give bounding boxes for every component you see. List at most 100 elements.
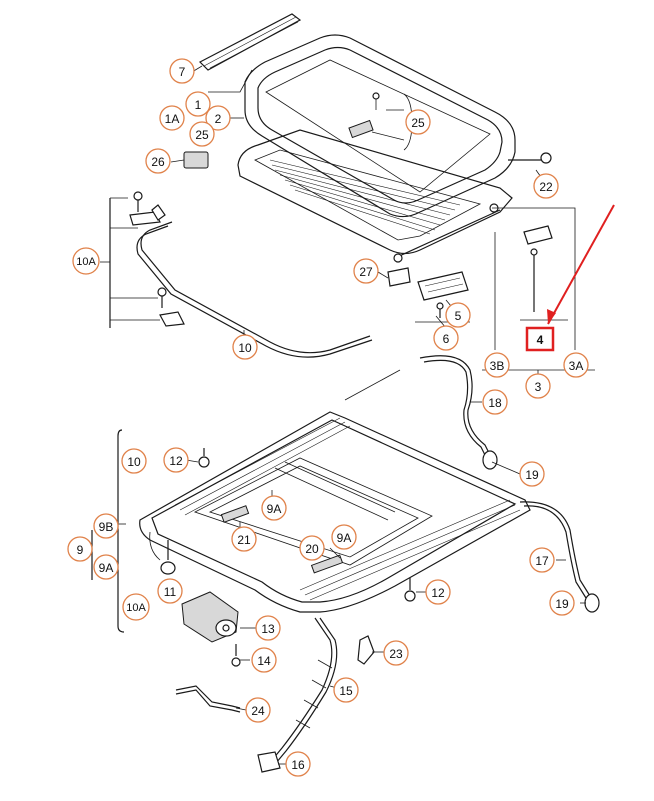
callout-label: 23 — [389, 647, 403, 661]
callout-label: 25 — [195, 128, 209, 142]
callout-label: 14 — [257, 654, 271, 668]
callout-c25a: 25 — [189, 121, 215, 147]
callout-label: 10A — [126, 602, 146, 614]
callout-c27: 27 — [353, 258, 379, 284]
rail-10a — [109, 191, 373, 358]
callout-label: 17 — [535, 554, 549, 568]
callout-circle — [425, 579, 451, 605]
clip-23 — [357, 635, 375, 665]
callout-circle — [519, 461, 545, 487]
sunroof-frame — [139, 411, 531, 613]
callout-c9a_mid: 9A — [331, 524, 357, 550]
callout-label: 1 — [195, 98, 202, 112]
callout-circle — [205, 105, 231, 131]
callout-label: 9A — [99, 561, 114, 575]
callout-label: 3A — [569, 359, 584, 373]
callout-label: 3B — [490, 359, 505, 373]
callout-label: 9B — [99, 520, 114, 534]
glass-panel — [244, 34, 516, 218]
callout-circle — [157, 578, 183, 604]
callout-c3b: 3B — [484, 352, 510, 378]
callout-label: 9 — [77, 543, 84, 557]
callout-label: 10 — [238, 341, 252, 355]
callout-circle — [482, 389, 508, 415]
callout-label: 9A — [267, 502, 282, 516]
callout-circle — [333, 677, 359, 703]
callout-circle — [405, 109, 431, 135]
callout-label: 4 — [537, 333, 544, 347]
callout-c10a: 10A — [122, 593, 150, 621]
callout-circle — [563, 352, 589, 378]
callout-c18: 18 — [482, 389, 508, 415]
callout-label: 3 — [535, 380, 542, 394]
callout-circle — [93, 513, 119, 539]
callout-circle — [145, 148, 171, 174]
callout-c10: 10 — [121, 448, 147, 474]
callout-circle — [122, 593, 150, 621]
callout-c20: 20 — [299, 535, 325, 561]
callout-c9: 9 — [67, 536, 93, 562]
left-bracket — [91, 429, 126, 633]
callout-label: 22 — [539, 180, 553, 194]
callout-c16: 16 — [285, 751, 311, 777]
callout-c5: 5 — [445, 302, 471, 328]
callout-circle — [353, 258, 379, 284]
callout-circle — [93, 554, 119, 580]
callout-c11: 11 — [157, 578, 183, 604]
callout-label: 20 — [305, 542, 319, 556]
callout-label: 19 — [555, 597, 569, 611]
callout-c17: 17 — [529, 547, 555, 573]
callout-label: 13 — [261, 622, 275, 636]
callout-c1a: 1A — [159, 105, 185, 131]
callout-c23: 23 — [383, 640, 409, 666]
callout-c15: 15 — [333, 677, 359, 703]
callout-circle — [255, 615, 281, 641]
callout-c13: 13 — [255, 615, 281, 641]
callout-label: 19 — [525, 468, 539, 482]
seal-strip — [198, 13, 302, 71]
callout-c25b: 25 — [405, 109, 431, 135]
callout-circle — [159, 105, 185, 131]
callout-circle — [72, 247, 100, 275]
callout-c9a_top: 9A — [261, 495, 287, 521]
callout-label: 12 — [431, 586, 445, 600]
callout-label: 24 — [251, 704, 265, 718]
callout-circle — [121, 448, 147, 474]
callout-c9b: 9B — [93, 513, 119, 539]
sunshade-frame — [237, 129, 513, 255]
callout-circle — [285, 751, 311, 777]
callout-label: 7 — [179, 65, 186, 79]
callout-label: 21 — [237, 533, 251, 547]
crank-24 — [175, 685, 241, 713]
callout-circle — [549, 590, 575, 616]
callout-c6: 6 — [433, 325, 459, 351]
callout-label: 26 — [151, 155, 165, 169]
callout-circle — [383, 640, 409, 666]
callout-circle — [261, 495, 287, 521]
callout-circle — [529, 547, 555, 573]
callout-c2: 2 — [205, 105, 231, 131]
callout-label: 25 — [411, 116, 425, 130]
callout-label: 27 — [359, 265, 373, 279]
callout-circle — [484, 352, 510, 378]
callout-circle — [525, 373, 551, 399]
callout-label: 10 — [127, 455, 141, 469]
highlight-arrow-shaft — [547, 204, 615, 325]
screw-22 — [508, 152, 552, 164]
callout-circle — [331, 524, 357, 550]
callout-c22: 22 — [533, 173, 559, 199]
drive-cable-15 — [257, 617, 338, 773]
motor-13 — [181, 591, 241, 667]
highlight-annotation — [525, 204, 615, 352]
screws-12 — [198, 448, 416, 602]
callout-c21: 21 — [231, 526, 257, 552]
callout-circle — [232, 334, 258, 360]
callout-circle — [245, 697, 271, 723]
callout-label: 11 — [164, 585, 177, 599]
callout-circle — [185, 91, 211, 117]
callout-c3: 3 — [525, 373, 551, 399]
callout-label: 9A — [337, 531, 352, 545]
highlight-box — [525, 326, 555, 352]
callout-circle — [189, 121, 215, 147]
